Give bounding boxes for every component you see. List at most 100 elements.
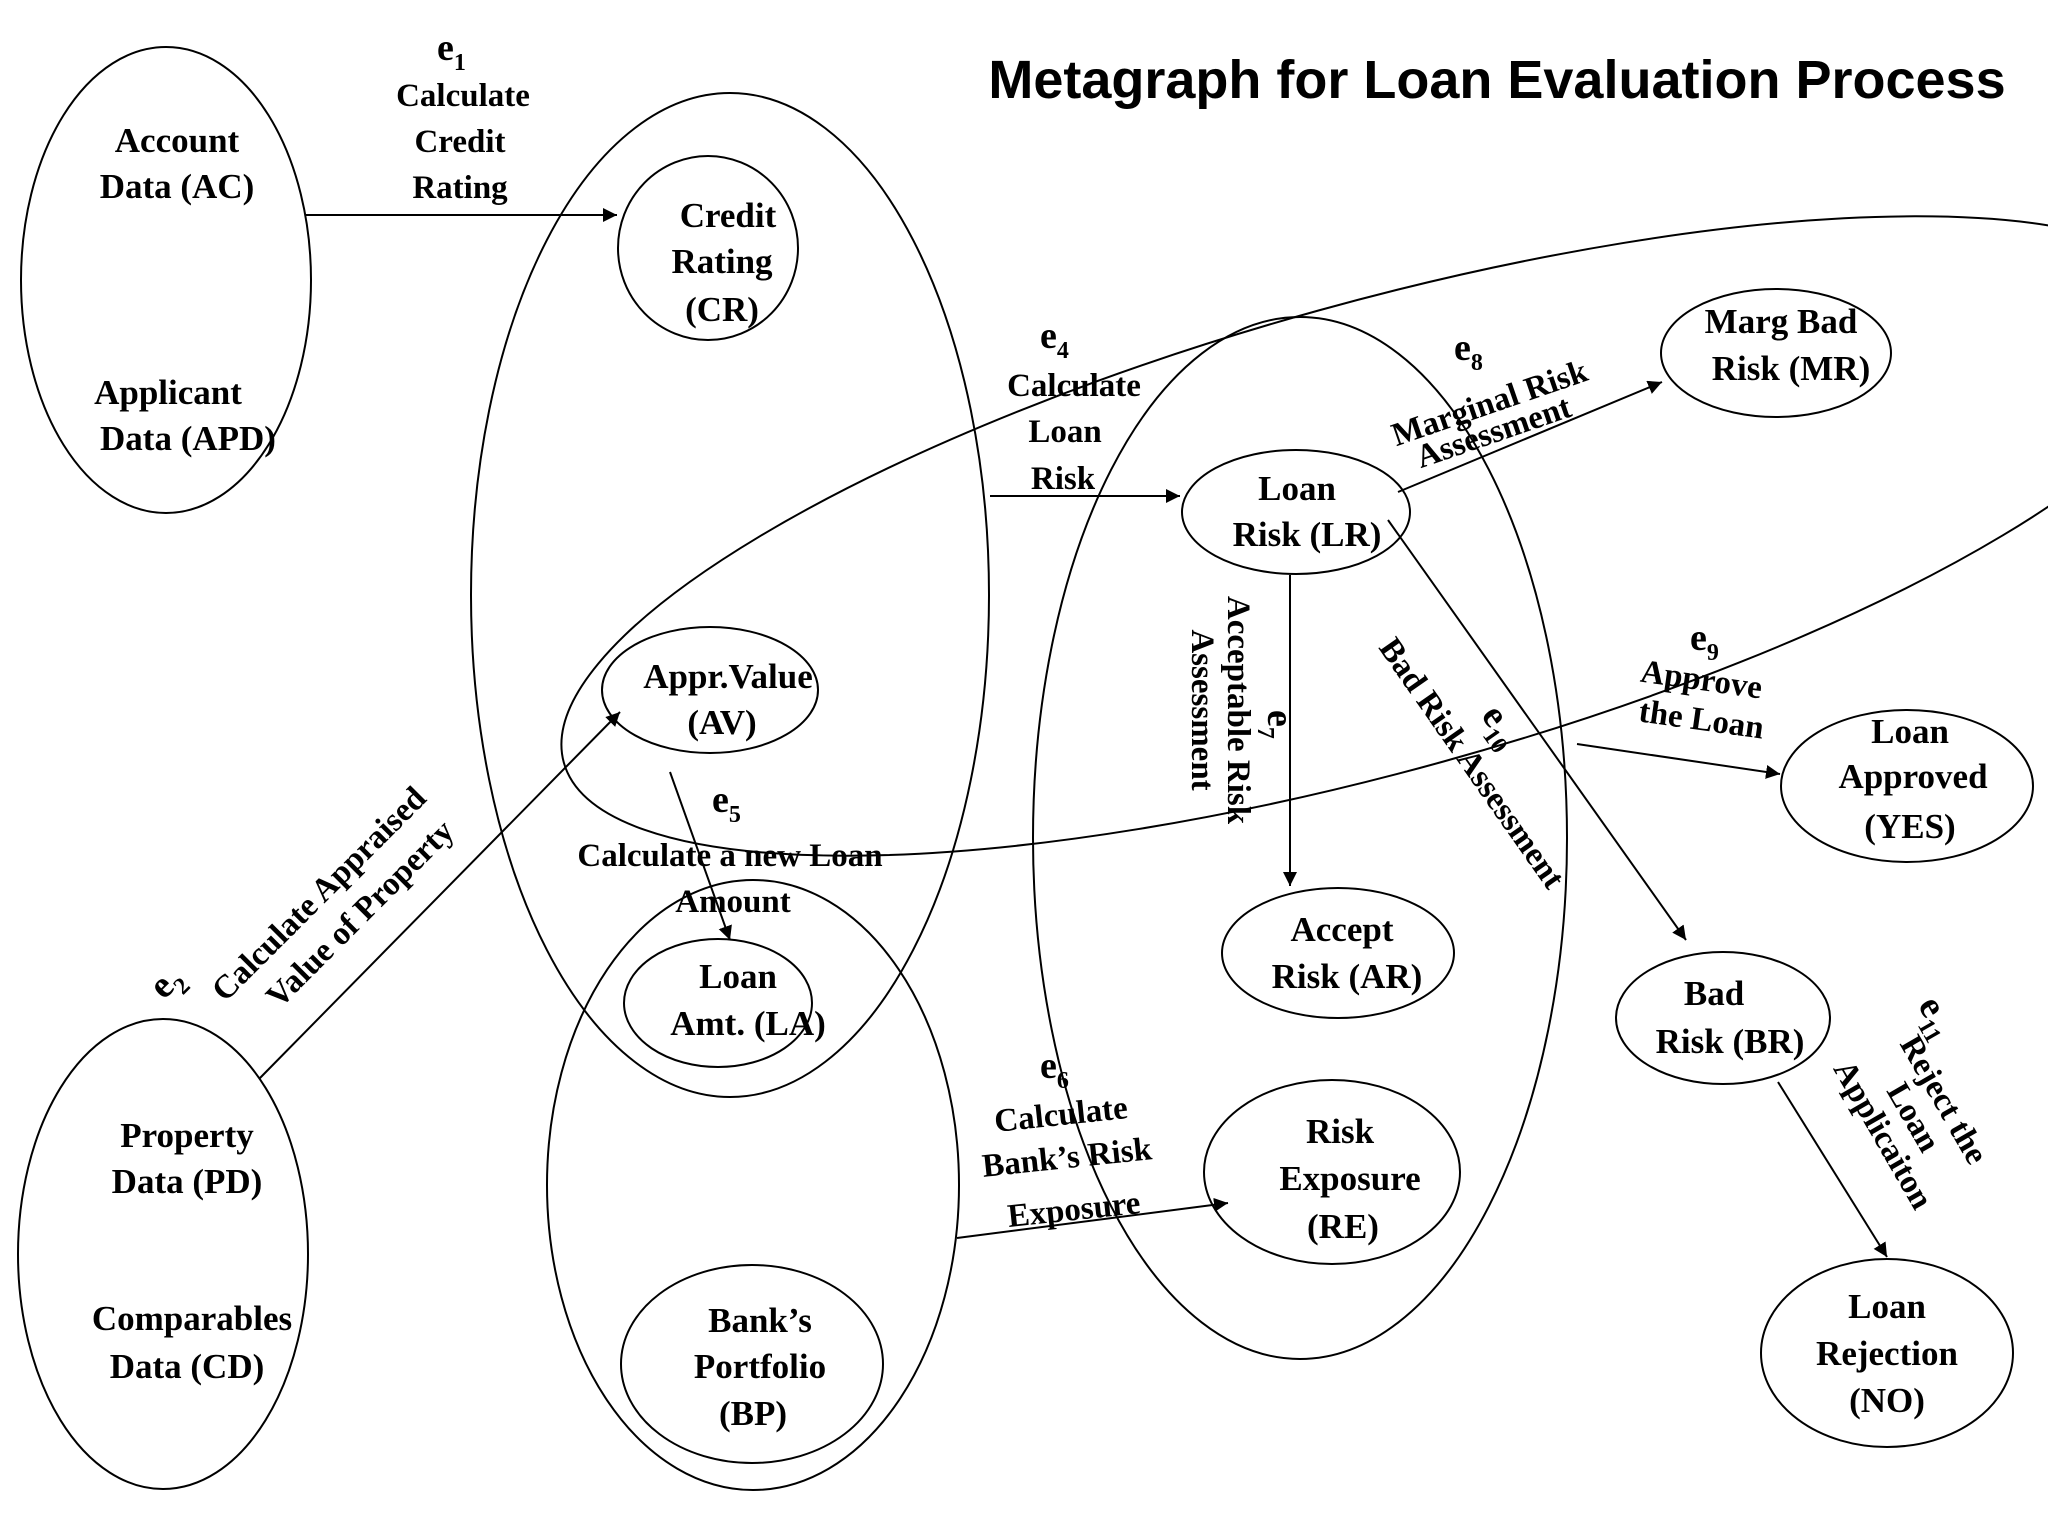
svg-text:Data (AC): Data (AC) <box>100 167 255 206</box>
edge-e4-label: e4 Calculate Loan Risk <box>1007 315 1141 497</box>
svg-text:(NO): (NO) <box>1849 1381 1925 1420</box>
edge-e10-label: e10 Bad Risk Assessment <box>1371 632 1571 896</box>
svg-text:e5: e5 <box>712 779 741 828</box>
svg-text:Calculate: Calculate <box>1007 368 1141 404</box>
svg-text:e8: e8 <box>1454 327 1483 376</box>
svg-text:Risk (AR): Risk (AR) <box>1272 957 1423 996</box>
svg-text:Bank’s Risk: Bank’s Risk <box>980 1131 1154 1185</box>
svg-text:Calculate: Calculate <box>993 1090 1130 1140</box>
node-no-ellipse <box>1760 1258 2014 1448</box>
edge-e11-label: e11 Reject the Loan Applicaiton <box>1826 989 1995 1216</box>
node-ar: Accept Risk (AR) <box>1272 910 1423 996</box>
svg-text:Credit: Credit <box>680 196 777 235</box>
node-lr: Loan Risk (LR) <box>1233 469 1382 554</box>
svg-text:Loan: Loan <box>1028 414 1101 450</box>
edge-e2-label: e2 Calculate Appraised Value of Property <box>140 780 461 1015</box>
svg-text:Loan: Loan <box>1848 1287 1926 1326</box>
svg-text:e7: e7 <box>1252 710 1301 739</box>
node-mr-ellipse <box>1660 288 1892 418</box>
svg-text:Data (PD): Data (PD) <box>112 1162 263 1201</box>
svg-text:Calculate a new Loan: Calculate a new Loan <box>577 838 882 874</box>
node-br: Bad Risk (BR) <box>1656 974 1805 1061</box>
edge-e7-label: e7 Acceptable Risk Assessment <box>1184 596 1301 825</box>
svg-text:Assessment: Assessment <box>1184 629 1220 790</box>
node-cr: Credit Rating (CR) <box>671 196 776 329</box>
svg-text:Applicant: Applicant <box>94 373 242 412</box>
svg-text:Risk: Risk <box>1306 1112 1375 1151</box>
edge-e11-arrow <box>1777 1081 1888 1258</box>
svg-text:Bad: Bad <box>1684 974 1745 1013</box>
svg-text:e1: e1 <box>437 27 466 76</box>
svg-text:Risk (BR): Risk (BR) <box>1656 1022 1805 1061</box>
svg-text:Comparables: Comparables <box>92 1299 292 1338</box>
node-re-ellipse <box>1203 1079 1461 1265</box>
edge-e9-label: e9 Approve the Loan <box>1637 617 1766 747</box>
group-ac-apd <box>20 46 312 514</box>
node-mr: Marg Bad Risk (MR) <box>1705 302 1871 388</box>
svg-text:e6: e6 <box>1040 1045 1069 1094</box>
group-pd-cd <box>17 1018 309 1490</box>
svg-text:Credit: Credit <box>414 124 505 160</box>
svg-text:Risk (MR): Risk (MR) <box>1712 349 1870 388</box>
svg-text:(YES): (YES) <box>1864 807 1955 846</box>
edge-e5-label: e5 Calculate a new Loan Amount <box>577 779 882 920</box>
svg-text:Acceptable Risk: Acceptable Risk <box>1220 596 1256 825</box>
svg-text:Exposure: Exposure <box>1279 1159 1420 1198</box>
group-lr-ar-re <box>1032 316 1568 1360</box>
svg-text:Calculate: Calculate <box>396 78 530 114</box>
node-yes-ellipse <box>1780 709 2034 863</box>
node-av: Appr.Value (AV) <box>643 657 813 742</box>
edge-e6-label: e6 Calculate Bank’s Risk Exposure <box>980 1045 1154 1235</box>
node-la-ellipse <box>623 938 813 1068</box>
svg-text:(AV): (AV) <box>687 703 756 742</box>
svg-text:Portfolio: Portfolio <box>694 1347 826 1386</box>
group-cr-av-la <box>470 92 990 1098</box>
node-br-ellipse <box>1615 951 1831 1085</box>
svg-text:(BP): (BP) <box>719 1394 787 1433</box>
node-ac: Account Data (AC) <box>100 121 255 206</box>
edge-e6-arrow <box>956 1197 1229 1239</box>
svg-text:Risk (LR): Risk (LR) <box>1233 515 1382 554</box>
node-no: Loan Rejection (NO) <box>1816 1287 1958 1420</box>
edge-e9-arrow <box>1576 743 1781 779</box>
svg-text:Data (CD): Data (CD) <box>110 1347 265 1386</box>
svg-text:Rating: Rating <box>412 170 508 206</box>
edge-e10-arrow <box>1387 519 1687 941</box>
node-apd: Applicant Data (APD) <box>94 373 276 458</box>
svg-text:Amt. (LA): Amt. (LA) <box>670 1004 826 1043</box>
node-lr-ellipse <box>1181 449 1411 575</box>
svg-text:Loan: Loan <box>699 957 777 996</box>
node-la: Loan Amt. (LA) <box>670 957 826 1043</box>
node-re: Risk Exposure (RE) <box>1279 1112 1420 1246</box>
svg-text:Approved: Approved <box>1838 757 1988 796</box>
edge-e2-arrow <box>259 711 621 1079</box>
node-av-ellipse <box>601 626 819 754</box>
group-av-lr-mr <box>560 215 2048 857</box>
svg-text:Account: Account <box>115 121 240 160</box>
node-bp: Bank’s Portfolio (BP) <box>694 1301 826 1433</box>
svg-text:Loan: Loan <box>1258 469 1336 508</box>
svg-text:Loan: Loan <box>1871 712 1949 751</box>
svg-text:e4: e4 <box>1040 315 1069 364</box>
edge-e1-label: e1 Calculate Credit Rating <box>396 27 530 206</box>
svg-text:Bad Risk Assessment: Bad Risk Assessment <box>1371 632 1571 896</box>
svg-text:Appr.Value: Appr.Value <box>643 657 813 696</box>
node-bp-ellipse <box>620 1264 884 1464</box>
svg-text:(RE): (RE) <box>1307 1207 1379 1246</box>
edge-e8-arrow <box>1397 380 1663 493</box>
svg-text:e2: e2 <box>140 957 195 1012</box>
svg-text:Rating: Rating <box>671 242 773 281</box>
node-yes: Loan Approved (YES) <box>1838 712 1988 846</box>
svg-text:e9: e9 <box>1690 617 1719 666</box>
svg-text:Amount: Amount <box>675 884 791 920</box>
node-cd: Comparables Data (CD) <box>92 1299 292 1386</box>
group-la-bp <box>546 879 960 1491</box>
svg-text:Rejection: Rejection <box>1816 1334 1958 1373</box>
svg-text:Property: Property <box>120 1116 254 1155</box>
svg-text:Data (APD): Data (APD) <box>100 419 276 458</box>
svg-text:Risk: Risk <box>1031 461 1096 497</box>
node-cr-ellipse <box>617 155 799 341</box>
svg-text:Accept: Accept <box>1290 910 1393 949</box>
svg-text:Bank’s: Bank’s <box>708 1301 812 1340</box>
